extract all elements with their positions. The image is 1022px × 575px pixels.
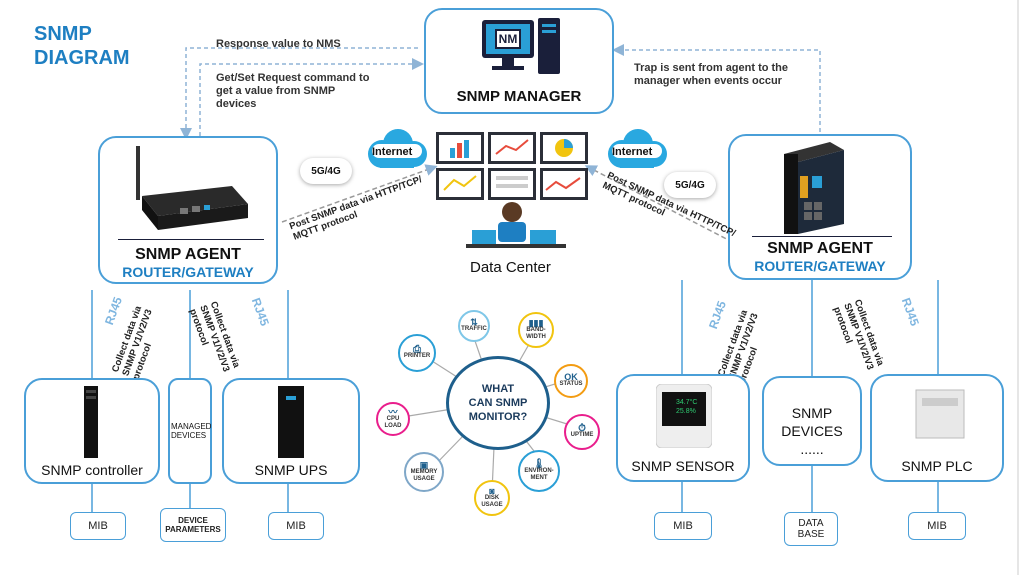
devices-label-1: SNMP [791, 405, 833, 421]
snmp-agent-left-box: SNMP AGENT ROUTER/GATEWAY [98, 136, 278, 284]
nm-icon-label: NM [498, 32, 518, 46]
snmp-controller-box: SNMP controller [24, 378, 160, 484]
net-badge-left: 5G/4G [300, 158, 352, 184]
disk-icon: ◙ [489, 485, 495, 496]
traffic-item: ⇅TRAFFIC [458, 310, 490, 342]
data-center-screens [436, 132, 588, 248]
chip-icon: ▣ [419, 459, 429, 470]
request-arrow [199, 58, 424, 136]
printer-item: ⎙PRINTER [398, 334, 436, 372]
stopwatch-icon: ⏱ [578, 423, 586, 434]
agent-right-title: SNMP AGENT [767, 240, 873, 257]
post-arrow-left [281, 164, 438, 223]
mib-box-r2: MIB [908, 512, 966, 540]
request-text: Get/Set Request command to get a value f… [216, 72, 370, 110]
agent-right-subtitle: ROUTER/GATEWAY [754, 258, 886, 274]
ups-label: SNMP UPS [254, 462, 328, 478]
devices-label-2: DEVICES [781, 423, 843, 439]
snmp-plc-box: SNMP PLC [870, 374, 1004, 482]
managed-devices-box: MANAGED DEVICES [168, 378, 212, 484]
net-badge-right: 5G/4G [664, 172, 716, 198]
cloud-icon-left [368, 129, 427, 168]
diagram-title: SNMP DIAGRAM [34, 22, 130, 70]
thermometer-icon: 🌡 [532, 458, 546, 470]
sensor-label: SNMP SENSOR [631, 458, 735, 474]
bandwidth-icon: ▮▮▮ [528, 317, 544, 328]
trap-text: Trap is sent from agent to the manager w… [634, 62, 789, 87]
post-arrow-right [584, 165, 741, 247]
edge-divider [1017, 0, 1019, 575]
internet-label-right: Internet [612, 146, 653, 158]
router-icon [136, 146, 248, 230]
managed-label-2: DEVICES [171, 431, 207, 440]
printer-icon: ⎙ [413, 344, 421, 355]
plc-icon [915, 389, 965, 439]
agent-left-subtitle: ROUTER/GATEWAY [122, 264, 254, 280]
sensor-icon [656, 384, 712, 448]
gateway-icon [784, 142, 844, 234]
snmp-agent-right-box: SNMP AGENT ROUTER/GATEWAY [728, 134, 912, 280]
controller-label: SNMP controller [41, 462, 143, 478]
cpu-chart-icon: 〰 [388, 406, 398, 417]
plc-label: SNMP PLC [901, 458, 973, 474]
title-line-2: DIAGRAM [34, 47, 130, 69]
bandwidth-item: ▮▮▮BAND-WIDTH [518, 312, 554, 348]
mib-box-l1: MIB [70, 512, 126, 540]
server-rack-icon [84, 386, 98, 458]
environment-item: 🌡ENVIRON-MENT [518, 450, 560, 492]
managed-label-1: MANAGED [171, 422, 212, 431]
computer-icon [482, 18, 560, 74]
devices-label-3: ...... [800, 441, 824, 457]
cloud-icon-right [608, 129, 667, 168]
snmp-manager-box: NM SNMP MANAGER [424, 8, 614, 114]
response-arrow [180, 47, 418, 140]
traffic-icon: ⇅ [470, 317, 478, 327]
mib-box-r1: MIB [654, 512, 712, 540]
ups-icon [278, 386, 304, 458]
data-center-label: Data Center [470, 259, 551, 276]
response-text: Response value to NMS [216, 38, 341, 50]
uptime-item: ⏱UPTIME [564, 414, 600, 450]
title-line-1: SNMP [34, 23, 92, 45]
mib-box-l2: MIB [268, 512, 324, 540]
manager-label: SNMP MANAGER [456, 88, 582, 105]
internet-label-left: Internet [372, 146, 413, 158]
snmp-ups-box: SNMP UPS [222, 378, 360, 484]
snmp-devices-box: SNMP DEVICES ...... [762, 376, 862, 466]
agent-left-title: SNMP AGENT [135, 246, 241, 263]
